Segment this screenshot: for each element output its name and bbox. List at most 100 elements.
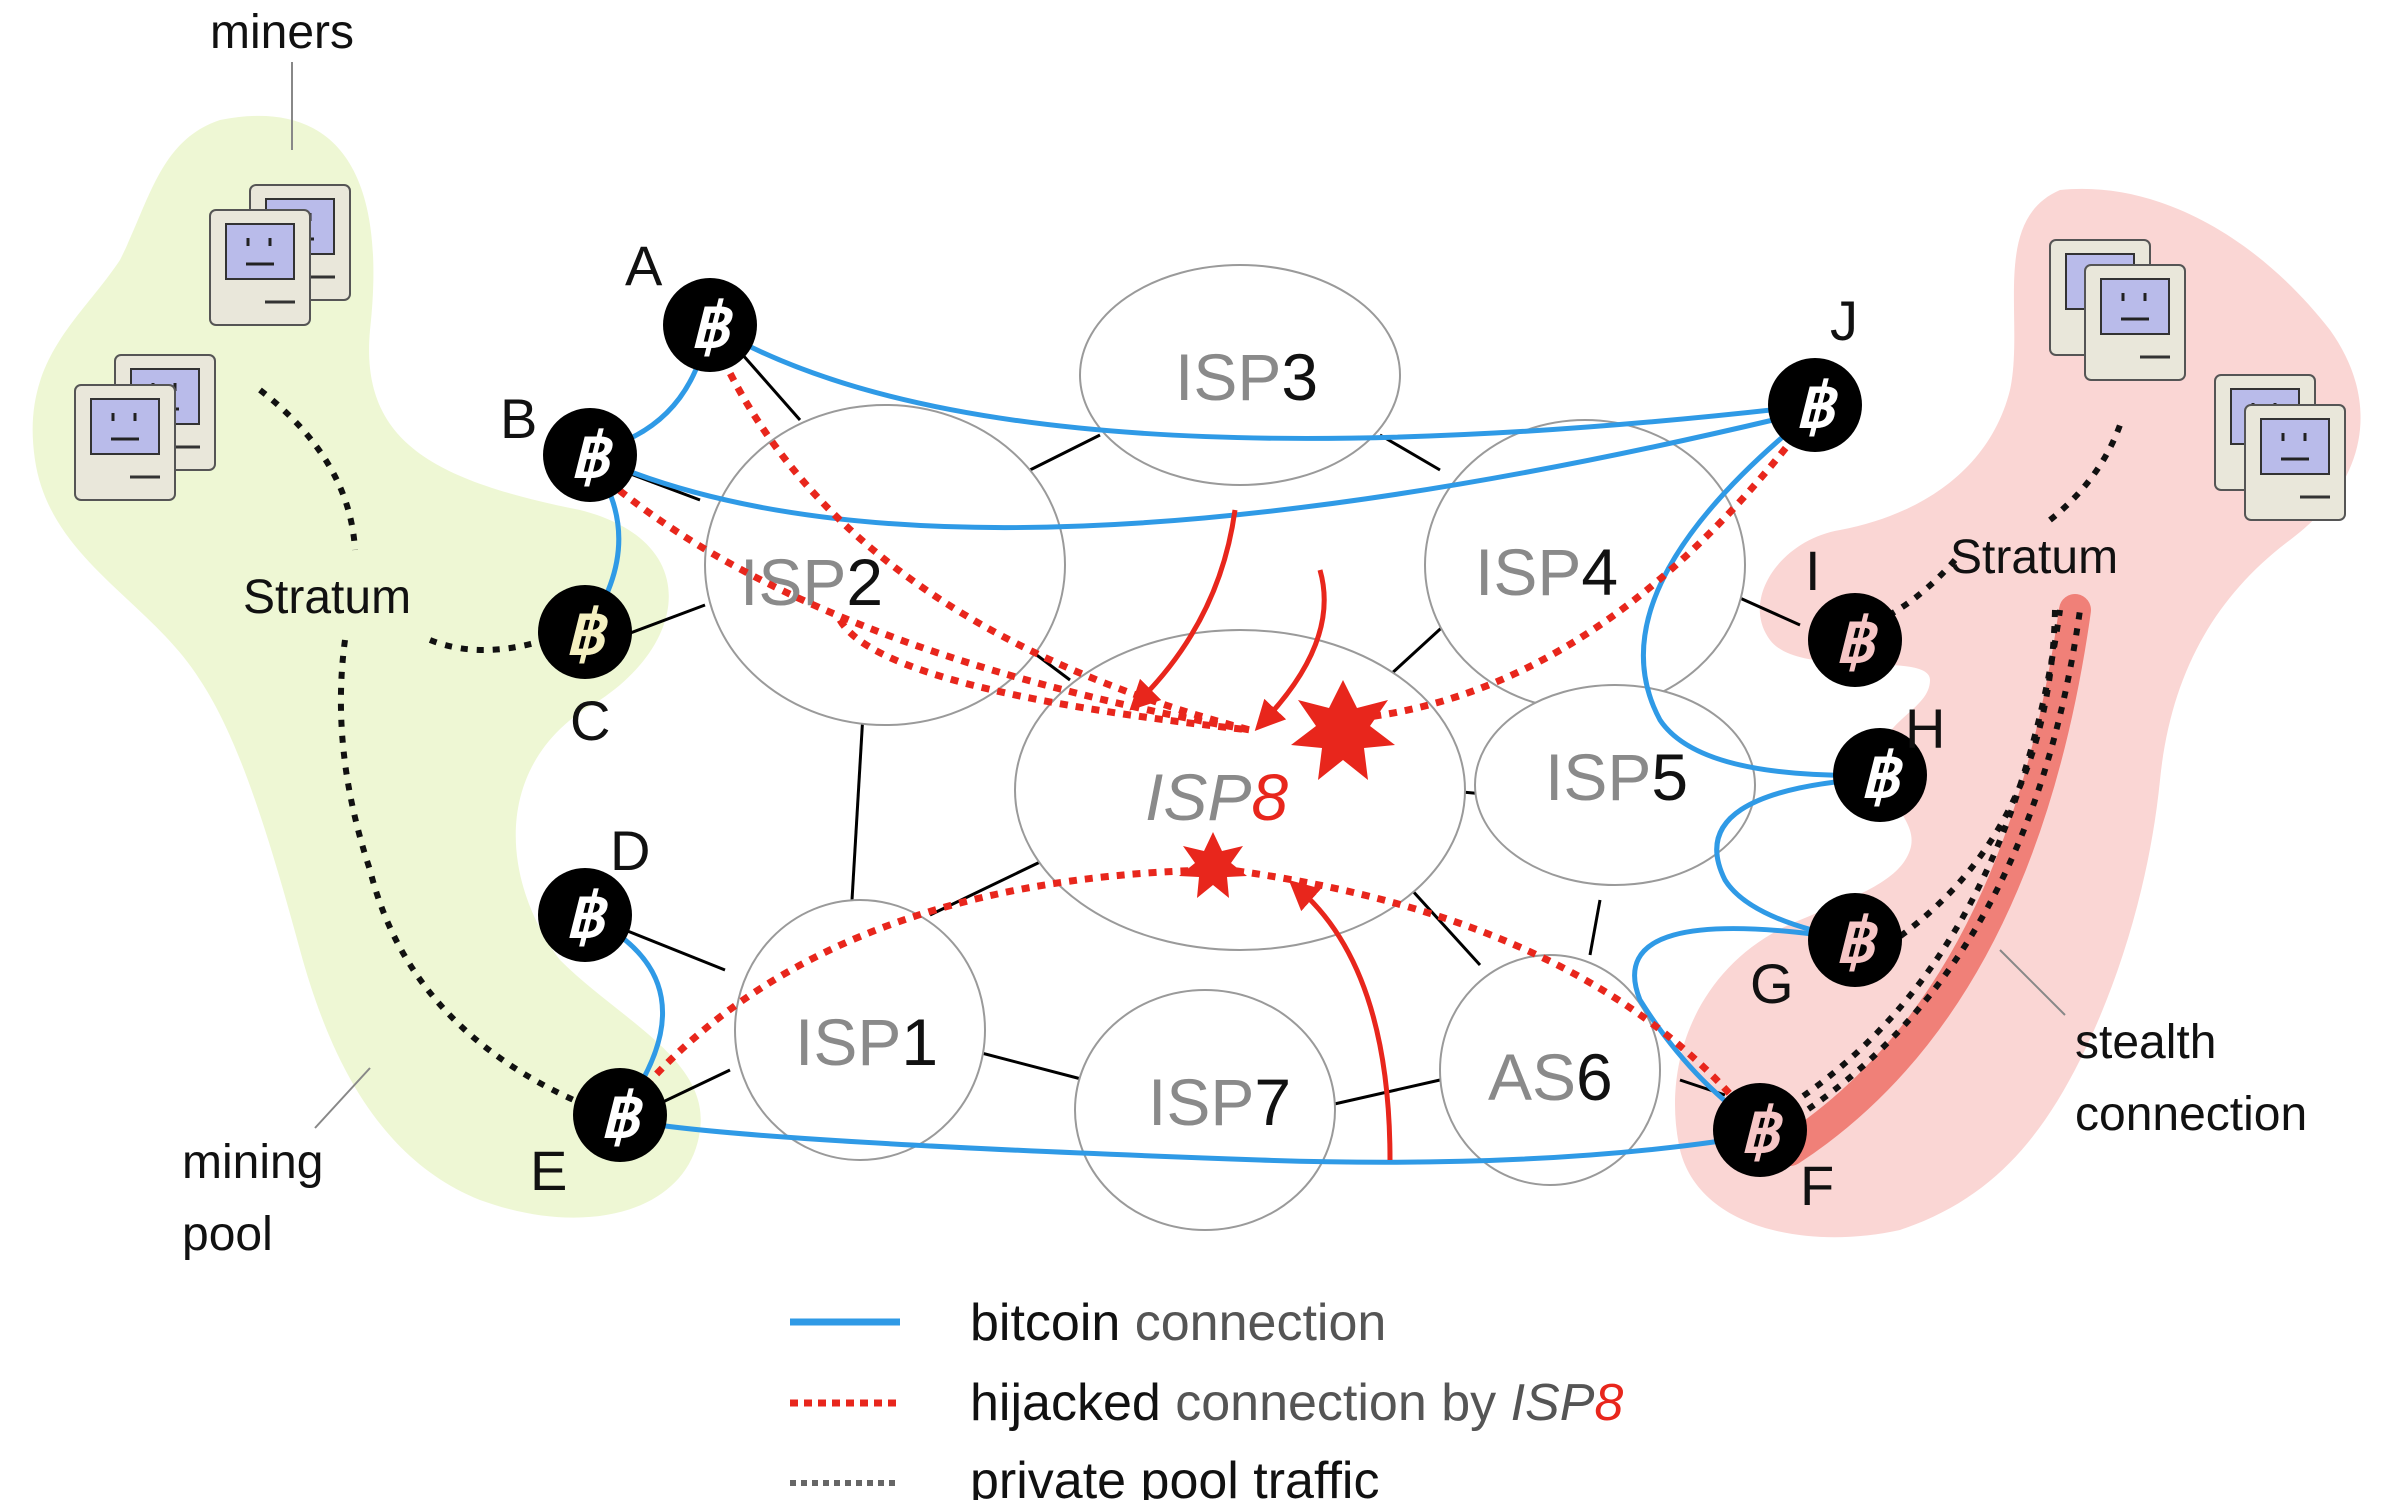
isp3-label: ISP3 xyxy=(1175,340,1318,414)
node-circle xyxy=(1808,893,1902,987)
bitcoin-icon: ฿ xyxy=(1835,907,1879,976)
bitcoin-icon: ฿ xyxy=(565,599,609,668)
bitcoin-icon: ฿ xyxy=(1740,1097,1784,1166)
bitcoin-node-d: ฿ xyxy=(538,868,632,962)
isp8-label: ISP8 xyxy=(1145,760,1288,834)
hijack-arrows xyxy=(1129,509,1393,1161)
bitcoin-link-a-j xyxy=(708,322,1816,441)
node-circle xyxy=(543,408,637,502)
node-circle xyxy=(663,278,757,372)
isp7-label: ISP7 xyxy=(1148,1065,1291,1139)
node-circle xyxy=(1713,1083,1807,1177)
node-circle xyxy=(1833,728,1927,822)
legend-private-label: private pool traffic xyxy=(970,1452,1379,1500)
node-circle xyxy=(1808,593,1902,687)
bitcoin-link-e-f xyxy=(619,1115,1761,1165)
bitcoin-node-h: ฿ xyxy=(1833,728,1927,822)
hijack-arrow-2 xyxy=(1254,569,1327,731)
computer-icon xyxy=(2244,404,2346,521)
bitcoin-node-j: ฿ xyxy=(1768,358,1862,452)
hijacked-link-isp2-isp8 xyxy=(836,618,1251,734)
node-label-c: C xyxy=(570,689,610,752)
private-link-stratum-e xyxy=(337,639,587,1108)
private-pool-traffic xyxy=(258,387,2123,1121)
stealth-pool-region xyxy=(1675,188,2361,1238)
node-circle xyxy=(1768,358,1862,452)
node-label-b: B xyxy=(500,387,537,450)
mining-pool-pointer xyxy=(314,1067,371,1129)
bitcoin-nodes: ฿฿฿฿฿฿฿฿฿฿ xyxy=(538,278,1927,1177)
isp4-label: ISP4 xyxy=(1475,535,1618,609)
node-label-e: E xyxy=(530,1139,567,1202)
bitcoin-node-b: ฿ xyxy=(543,408,637,502)
node-circle xyxy=(538,585,632,679)
private-link-stratum-g xyxy=(1893,609,2058,943)
node-label-j: J xyxy=(1830,289,1858,352)
computer-icon xyxy=(2084,264,2186,381)
isp7-cloud xyxy=(1074,989,1336,1231)
private-link-stratum-i xyxy=(1878,558,1958,623)
node-label-h: H xyxy=(1905,697,1945,760)
mining-pool-label-2: pool xyxy=(182,1208,273,1261)
isp-link xyxy=(969,1048,1086,1082)
bitcoin-link-g-f xyxy=(1632,926,1856,1131)
node-circle xyxy=(538,868,632,962)
stealth-pointer xyxy=(1999,949,2066,1016)
node-label-d: D xyxy=(610,819,650,882)
isp5-cloud xyxy=(1474,684,1756,886)
bitcoin-node-a: ฿ xyxy=(663,278,757,372)
bitcoin-node-e: ฿ xyxy=(573,1068,667,1162)
isp-link xyxy=(1379,433,1441,472)
stealth-label-2: connection xyxy=(2075,1088,2307,1141)
hijack-star-icon xyxy=(1291,680,1395,780)
bitcoin-icon: ฿ xyxy=(1795,372,1839,441)
hijacked-link-j-isp8 xyxy=(1339,407,1818,724)
hijack-arrow-1 xyxy=(1129,509,1238,711)
bitcoin-icon: ฿ xyxy=(690,292,734,361)
isp-link xyxy=(1029,433,1101,472)
isp-link xyxy=(1388,618,1452,677)
bitcoin-node-i: ฿ xyxy=(1808,593,1902,687)
computer-icon xyxy=(74,384,176,501)
stealth-connection-highlight xyxy=(1774,594,2091,1166)
hijack-arrow-3 xyxy=(1288,880,1393,1161)
legend-bitcoin-label: bitcoin connection xyxy=(970,1294,1386,1352)
bitcoin-link-h-g xyxy=(1714,775,1881,943)
legend: bitcoin connection hijacked connection b… xyxy=(790,1294,1623,1505)
isp2-cloud xyxy=(704,404,1066,726)
bitcoin-node-c: ฿ xyxy=(538,585,632,679)
bitcoin-icon: ฿ xyxy=(600,1082,644,1151)
hijacked-link-b-isp8 xyxy=(592,467,1251,734)
mining-pool-label: mining xyxy=(182,1136,323,1189)
bitcoin-icon: ฿ xyxy=(565,882,609,951)
isp1-label: ISP1 xyxy=(795,1005,938,1079)
isp-link xyxy=(624,603,706,637)
hijack-star-icon xyxy=(1179,832,1247,898)
bitcoin-node-f: ฿ xyxy=(1713,1083,1807,1177)
isp2-label: ISP2 xyxy=(740,545,883,619)
as6-cloud xyxy=(1439,954,1661,1186)
node-circle xyxy=(573,1068,667,1162)
node-label-a: A xyxy=(625,234,663,297)
legend-hijacked-label: hijacked connection by ISP8 xyxy=(970,1374,1623,1432)
bitcoin-node-g: ฿ xyxy=(1808,893,1902,987)
private-link-miners-stratum-left xyxy=(258,387,358,551)
isp3-cloud xyxy=(1079,264,1401,486)
miners-label: miners xyxy=(210,6,354,59)
as6-label: AS6 xyxy=(1488,1040,1613,1114)
stratum-right-label: Stratum xyxy=(1950,531,2118,584)
isp5-label: ISP5 xyxy=(1545,740,1688,814)
isp-link xyxy=(1588,899,1602,956)
stratum-left-label: Stratum xyxy=(243,571,411,624)
hijacked-link-e-isp8 xyxy=(622,866,1211,1113)
bitcoin-icon: ฿ xyxy=(570,422,614,491)
private-link-stealth-f xyxy=(1788,609,2063,1108)
hijacked-link-f-isp8 xyxy=(1229,866,1763,1133)
bitcoin-link-j-h xyxy=(1640,408,1881,778)
bitcoin-link-b-j xyxy=(588,407,1816,531)
node-label-g: G xyxy=(1750,952,1794,1015)
isp-link xyxy=(624,928,726,972)
node-label-f: F xyxy=(1800,1154,1834,1217)
